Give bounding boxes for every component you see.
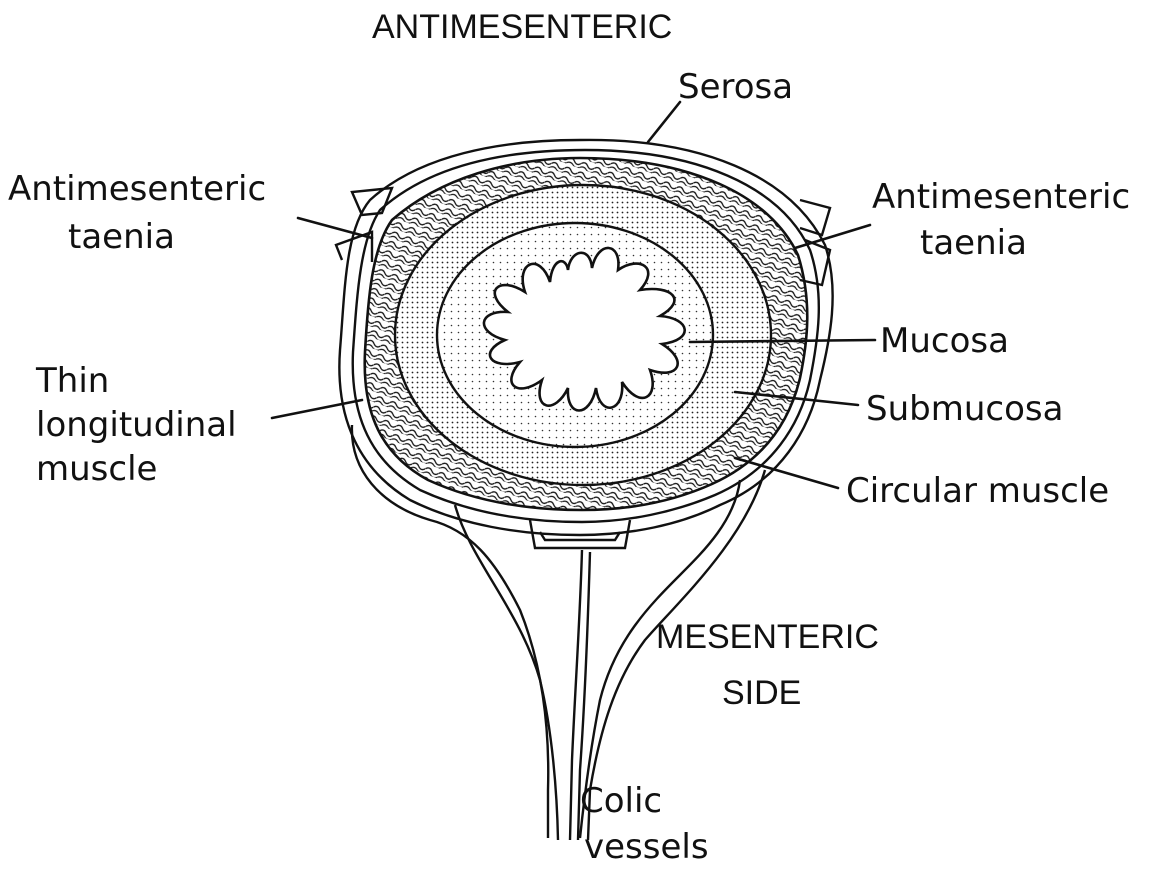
antimesenteric-taenia-left-label-line2: taenia	[68, 217, 175, 257]
thin-longitudinal-muscle-leader	[272, 400, 362, 418]
antimesenteric-taenia-left-label-line1: Antimesenteric	[8, 169, 266, 209]
submucosa-label: Submucosa	[866, 389, 1063, 429]
mesenteric-side-label-line1: MESENTERIC	[656, 618, 879, 656]
antimesenteric-taenia-right-label-line2: taenia	[920, 223, 1027, 263]
serosa-label: Serosa	[678, 67, 793, 107]
antimesenteric-taenia-right-leader	[795, 225, 870, 248]
colic-vessels-label-line1: Colic	[580, 781, 662, 821]
thin-longitudinal-muscle-label-line1: Thin	[35, 361, 109, 401]
serosa-leader	[648, 102, 680, 142]
mesenteric-side-label-line2: SIDE	[722, 674, 801, 712]
antimesenteric-taenia-right-label-line1: Antimesenteric	[872, 177, 1130, 217]
mucosa-label: Mucosa	[880, 321, 1009, 361]
antimesenteric-orientation-label: ANTIMESENTERIC	[372, 8, 672, 46]
colic-vessels-label-line2: vessels	[584, 827, 709, 867]
thin-longitudinal-muscle-label-line3: muscle	[36, 449, 157, 489]
thin-longitudinal-muscle-label-line2: longitudinal	[36, 405, 237, 445]
circular-muscle-label: Circular muscle	[846, 471, 1109, 511]
antimesenteric-taenia-left-leader	[298, 218, 372, 238]
